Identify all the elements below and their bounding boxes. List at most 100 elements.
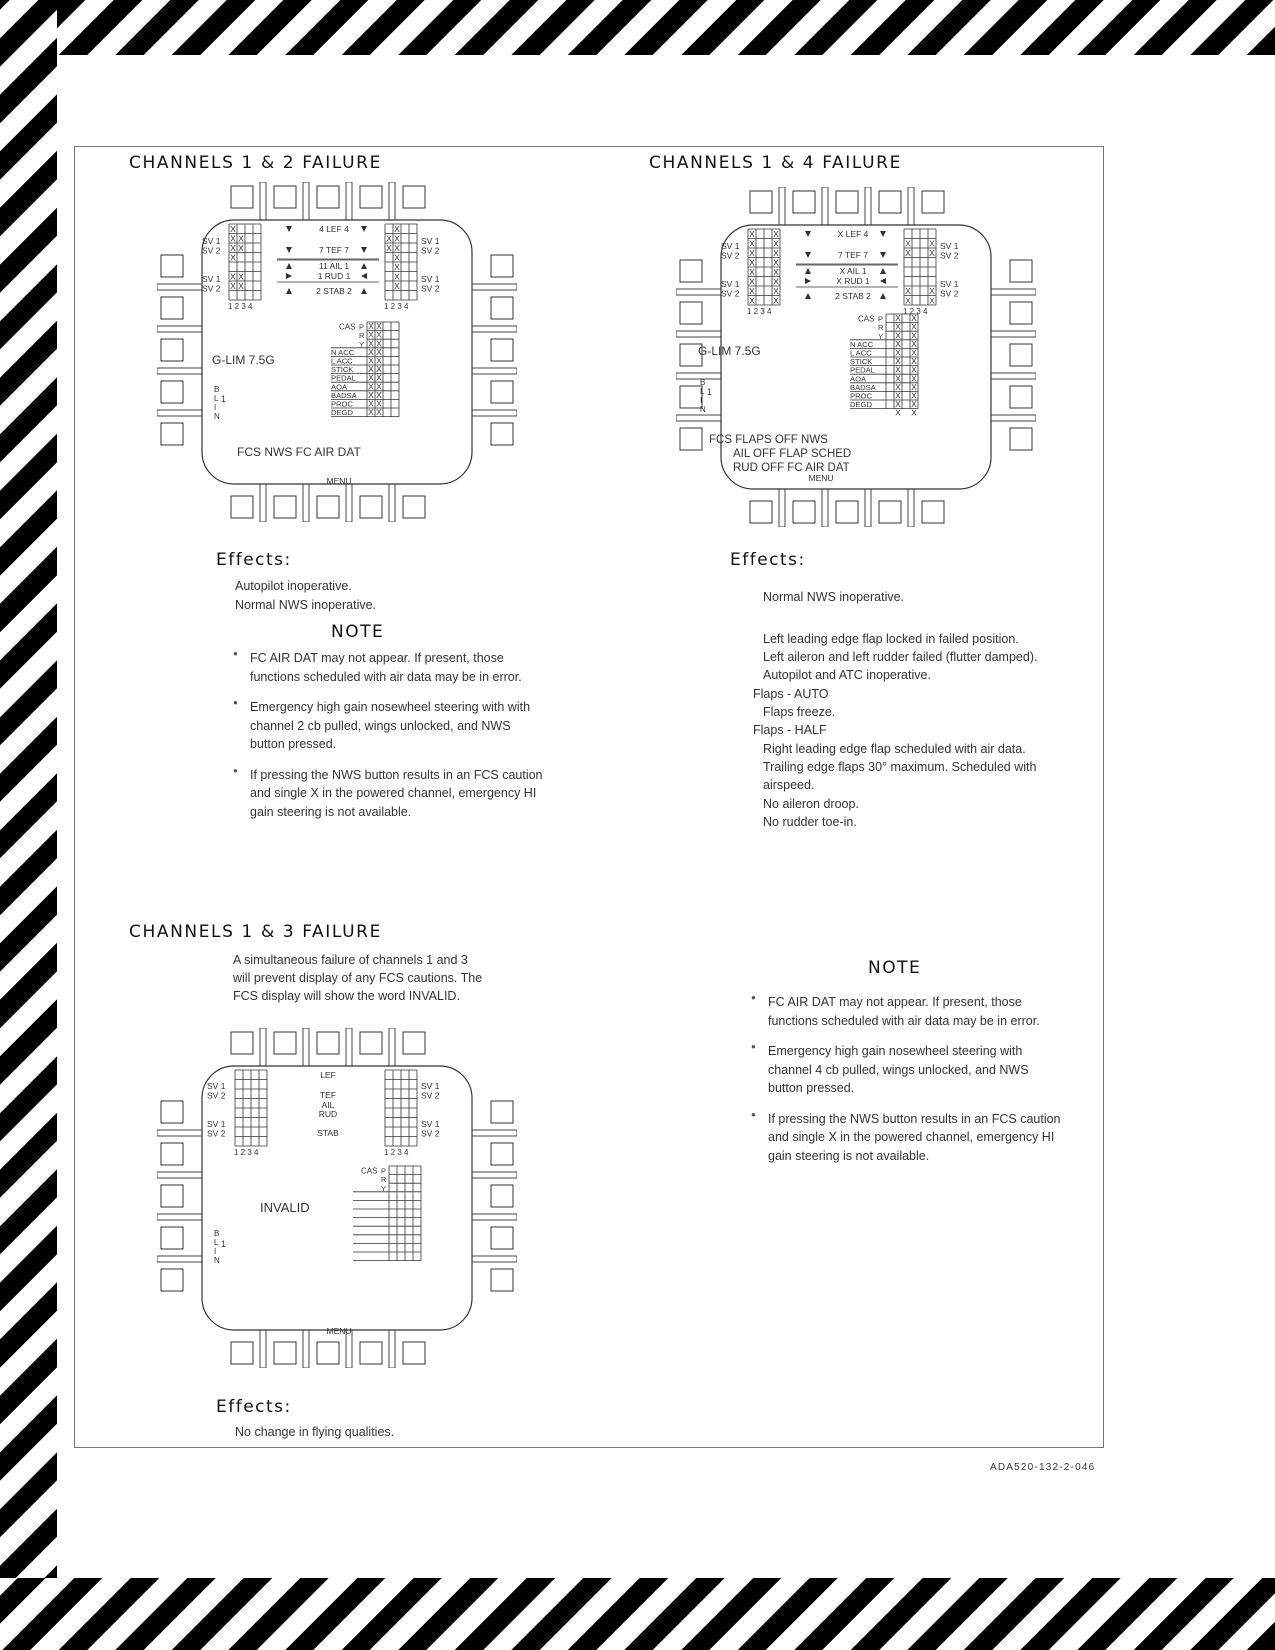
display-bezel	[201, 219, 473, 485]
effect-line: Normal NWS inoperative.	[235, 598, 377, 612]
cas-label: CAS	[361, 1167, 377, 1176]
x-mark: X	[773, 296, 779, 306]
sv-label: SV 2	[202, 246, 221, 256]
blin-number: 1	[707, 387, 712, 397]
x-mark: X	[895, 373, 901, 383]
left-button	[160, 254, 184, 278]
left-button	[160, 1100, 184, 1124]
x-mark: X	[368, 407, 374, 417]
x-mark: X	[230, 224, 236, 234]
x-mark: X	[911, 330, 917, 340]
monitor-row-label: PROC	[331, 400, 353, 409]
sv-label: SV 2	[202, 284, 221, 294]
x-mark: X	[376, 364, 382, 374]
invalid-label: INVALID	[260, 1200, 310, 1215]
effect-line: Flaps - AUTO	[753, 687, 829, 701]
x-mark: X	[376, 390, 382, 400]
top-button	[792, 190, 816, 214]
x-mark: X	[376, 407, 382, 417]
description-line: will prevent display of any FCS cautions…	[233, 971, 483, 985]
surface-label: 2 STAB 2	[835, 291, 871, 301]
x-mark: X	[376, 321, 382, 331]
x-mark: X	[749, 277, 755, 287]
g-limit-label: G-LIM 7.5G	[212, 353, 275, 367]
x-mark: X	[895, 391, 901, 401]
description-line: A simultaneous failure of channels 1 and…	[233, 953, 468, 967]
sv-label: SV 1	[202, 274, 221, 284]
surface-label: 4 LEF 4	[319, 224, 349, 234]
bottom-button	[835, 500, 859, 524]
x-mark: X	[773, 248, 779, 258]
right-button	[490, 1184, 514, 1208]
right-fin	[990, 414, 1036, 422]
sv-label: SV 2	[421, 1129, 440, 1139]
right-fin	[471, 1213, 517, 1221]
x-mark: X	[895, 399, 901, 409]
top-button	[749, 190, 773, 214]
cas-axis-label: Y	[381, 1184, 386, 1193]
left-fin	[676, 372, 722, 380]
effect-line: No aileron droop.	[763, 797, 859, 811]
cas-grid	[388, 1165, 422, 1262]
x-mark: X	[394, 281, 400, 291]
arrow-mark	[805, 293, 811, 299]
left-fin	[676, 288, 722, 296]
bottom-button	[273, 1341, 297, 1365]
x-mark: X	[376, 356, 382, 366]
bottom-status-line: FCS FLAPS OFF NWS	[709, 434, 828, 446]
bottom-fin	[302, 1329, 310, 1368]
sv-label: SV 2	[721, 289, 740, 299]
top-button	[273, 185, 297, 209]
bottom-button	[402, 495, 426, 519]
bottom-status-line: FCS NWS FC AIR DAT	[237, 445, 361, 459]
bottom-button	[230, 1341, 254, 1365]
surface-label: X LEF 4	[838, 229, 869, 239]
right-fin	[471, 1255, 517, 1263]
right-button	[1009, 343, 1033, 367]
description-line: FCS display will show the word INVALID.	[233, 989, 460, 1003]
bottom-fin	[388, 483, 396, 522]
x-mark: X	[230, 272, 236, 282]
bottom-button	[878, 500, 902, 524]
x-mark: X	[368, 321, 374, 331]
top-fin	[864, 187, 872, 226]
hazard-stripe-top	[0, 0, 1275, 55]
sv-label: SV 1	[421, 274, 440, 284]
blin-label: N	[214, 412, 220, 421]
surface-label: RUD	[319, 1109, 337, 1119]
x-mark: X	[911, 408, 917, 418]
x-mark: X	[895, 313, 901, 323]
left-channel-grid	[228, 223, 262, 301]
right-channel-grid	[903, 228, 937, 306]
heading-ch14: CHANNELS 1 & 4 FAILURE	[649, 153, 902, 173]
top-fin	[388, 182, 396, 221]
display-bezel	[201, 1065, 473, 1331]
g-limit-label: G-LIM 7.5G	[698, 344, 761, 358]
arrow-mark	[805, 268, 811, 274]
left-button	[679, 427, 703, 451]
monitor-row-label: L ACC	[331, 357, 353, 366]
x-mark: X	[386, 243, 392, 253]
sv-label: SV 1	[421, 1081, 440, 1091]
surface-label: X RUD 1	[836, 276, 870, 286]
blin-label: B	[214, 385, 219, 394]
note-item: If pressing the NWS button results in an…	[233, 762, 543, 822]
sv-label: SV 1	[940, 241, 959, 251]
monitor-row-label: DEGD	[331, 408, 353, 417]
left-channel-grid	[234, 1069, 268, 1147]
right-fin	[471, 325, 517, 333]
blin-label: N	[700, 405, 706, 414]
left-button	[679, 301, 703, 325]
surface-label: 2 STAB 2	[316, 286, 352, 296]
bottom-button	[359, 1341, 383, 1365]
left-channel-grid	[747, 228, 781, 306]
blin-label: I	[214, 1247, 216, 1256]
bottom-button	[749, 500, 773, 524]
surface-label: LEF	[320, 1070, 336, 1080]
cas-label: CAS	[858, 315, 874, 324]
right-button	[490, 1226, 514, 1250]
right-button	[1009, 427, 1033, 451]
cas-label: CAS	[339, 323, 355, 332]
x-mark: X	[238, 272, 244, 282]
